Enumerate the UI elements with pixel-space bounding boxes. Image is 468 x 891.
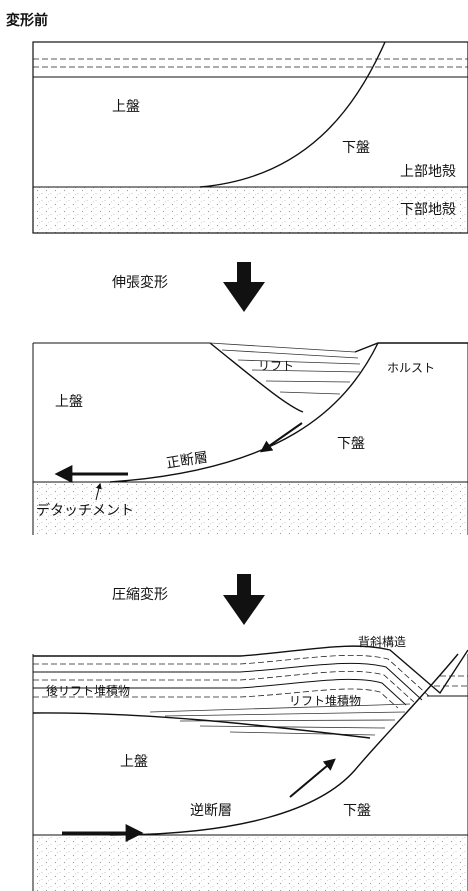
panel1-title: 変形前: [6, 12, 48, 29]
panel3-hanging-wall-label: 上盤: [120, 754, 148, 770]
post-rift-sediment-label: 後リフト堆積物: [46, 683, 130, 698]
hanging-wall-surface: [32, 712, 371, 739]
rift-sediment-layer: [149, 703, 411, 713]
rift-layer: [279, 391, 341, 395]
fault-plane: [199, 41, 386, 188]
reverse-fault-label: 逆断層: [190, 803, 232, 819]
normal-fault-label: 正断層: [165, 450, 209, 472]
post-rift-layer: [33, 654, 431, 698]
rift-layer: [265, 380, 351, 383]
compression-label: 圧縮変形: [112, 586, 168, 603]
panel1-cross-section: [32, 41, 468, 234]
normal-fault-plane: [109, 342, 379, 483]
panel2-hanging-wall-label: 上盤: [55, 394, 83, 410]
rift-label: リフト: [258, 359, 294, 373]
panel1-hanging-wall-label: 上盤: [112, 99, 140, 115]
panel3-cross-section: [32, 645, 468, 891]
panel2-cross-section: [32, 342, 468, 535]
lower-crust-layer: [33, 187, 468, 233]
rift-layer: [237, 359, 361, 365]
rift-sediment-layer: [229, 731, 376, 736]
down-arrow-icon: [223, 262, 265, 312]
post-rift-layer: [33, 645, 468, 695]
panel3-footwall-label: 下盤: [343, 803, 371, 819]
rift-sediment-layer: [164, 711, 406, 717]
horst-block: [354, 342, 468, 353]
reverse-fault-plane: [109, 653, 459, 836]
rift-sediment-label: リフト堆積物: [289, 693, 361, 708]
rift-sediment-layer: [199, 725, 386, 729]
hanging-wall-surface: [209, 342, 304, 413]
post-rift-layer: [33, 670, 415, 703]
detachment-label: デタッチメント: [36, 502, 134, 519]
post-rift-layer: [33, 678, 407, 706]
fault-slip-arrow-icon: [260, 422, 303, 453]
panel1-footwall-label: 下盤: [342, 140, 370, 156]
extension-label: 伸張変形: [112, 274, 168, 291]
panel2-footwall-label: 下盤: [337, 436, 365, 452]
lower-crust-layer: [33, 482, 468, 535]
rift-layer: [221, 349, 359, 359]
upper-crust-label: 上部地殻: [400, 164, 456, 180]
rift-layer: [209, 342, 356, 353]
pointer-arrow-icon: [95, 482, 102, 501]
anticline-label: 背斜構造: [358, 635, 406, 649]
fault-slip-arrow-icon: [289, 758, 336, 798]
post-rift-layer: [33, 688, 399, 709]
down-arrow-icon: [223, 574, 265, 625]
panel1-frame: [32, 41, 468, 234]
horst-label: ホルスト: [387, 361, 435, 375]
lower-crust-layer: [33, 835, 468, 891]
post-rift-layer: [33, 662, 423, 701]
lower-crust-label: 下部地殻: [400, 202, 456, 218]
rift-layer: [251, 369, 361, 373]
